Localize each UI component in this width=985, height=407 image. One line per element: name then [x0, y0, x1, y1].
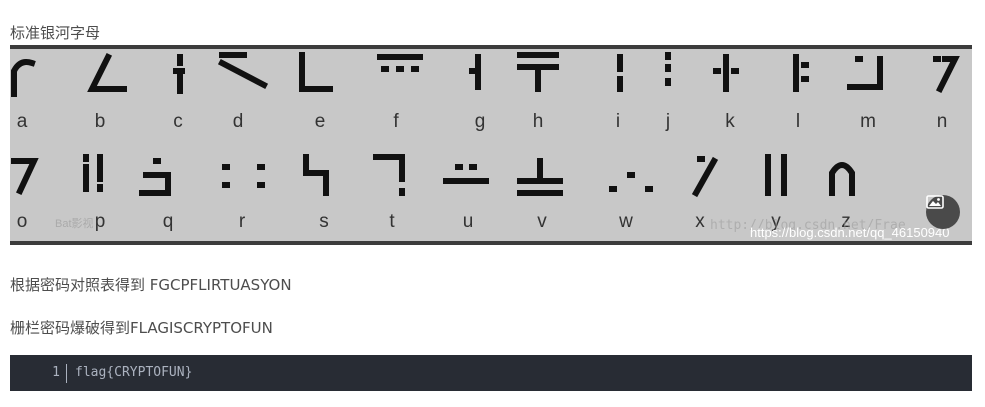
glyph-w [609, 172, 653, 192]
glyph-b [87, 52, 127, 92]
letter-label-c: c [173, 111, 183, 132]
letter-label-n: n [937, 111, 948, 132]
letter-label-q: q [163, 211, 174, 232]
page-heading: 标准银河字母 [10, 24, 101, 42]
image-view-button[interactable] [926, 195, 960, 229]
glyph-k [713, 54, 739, 92]
letter-label-o: o [17, 211, 28, 232]
letter-label-e: e [315, 111, 326, 132]
glyph-a [11, 59, 36, 97]
glyph-x [691, 156, 719, 198]
watermark-url: https://blog.csdn.net/qq_46150940 [750, 225, 950, 240]
glyph-s [303, 154, 329, 196]
glyph-l [793, 54, 809, 92]
letter-label-v: v [537, 211, 547, 232]
paragraph-cipher-table: 根据密码对照表得到 FGCPFLIRTUASYON [10, 276, 292, 294]
letter-label-l: l [796, 111, 800, 132]
letter-label-p: p [95, 211, 106, 232]
glyph-h [517, 52, 559, 92]
faint-watermark: http://blog.csdn.net/Frae [710, 218, 906, 233]
letter-label-r: r [239, 211, 246, 232]
letter-label-f: f [393, 111, 399, 132]
letter-label-z: z [841, 211, 851, 232]
glyph-d [217, 52, 269, 90]
paragraph-rail-fence: 栅栏密码爆破得到FLAGISCRYPTOFUN [10, 319, 273, 337]
glyph-r [222, 164, 265, 188]
faint-watermark-left: Bat影视 [55, 216, 94, 230]
letter-label-i: i [616, 111, 620, 132]
letter-label-g: g [475, 111, 486, 132]
glyph-t [373, 154, 405, 196]
letter-label-a: a [17, 111, 28, 132]
letter-label-y: y [771, 211, 781, 232]
code-gutter-divider [66, 364, 67, 383]
glyph-z [829, 162, 855, 196]
glyph-v [517, 158, 563, 196]
letter-label-h: h [533, 111, 544, 132]
glyph-c [173, 54, 185, 94]
glyph-u [443, 164, 489, 184]
letter-label-t: t [389, 211, 395, 232]
letter-label-w: w [618, 211, 633, 232]
glyph-q [139, 158, 171, 196]
glyph-m [847, 56, 883, 90]
glyph-p [83, 154, 103, 192]
letter-label-m: m [860, 111, 876, 132]
letter-label-k: k [725, 111, 735, 132]
glyph-n [933, 56, 960, 94]
code-line-number: 1 [52, 365, 60, 380]
glyph-f [377, 54, 423, 72]
image-icon [926, 195, 944, 209]
glyph-canvas: a b c d e f g h i j k l m n o p q r s t u v w x y z Bat影视 http://… [11, 52, 960, 240]
letter-label-j: j [665, 111, 670, 132]
code-line[interactable]: flag{CRYPTOFUN} [75, 365, 193, 380]
code-block: 1 flag{CRYPTOFUN} [10, 355, 972, 391]
letter-label-u: u [463, 211, 474, 232]
glyph-e [299, 52, 333, 92]
galaxy-alphabet-image: a b c d e f g h i j k l m n o p q r s t u v w x y z Bat影视 http://… [10, 45, 972, 245]
glyph-y [765, 154, 787, 196]
glyph-o [11, 158, 39, 195]
letter-label-s: s [319, 211, 329, 232]
letter-label-b: b [95, 111, 106, 132]
letter-label-d: d [233, 111, 244, 132]
glyph-g [469, 54, 481, 90]
letter-label-x: x [695, 211, 705, 232]
